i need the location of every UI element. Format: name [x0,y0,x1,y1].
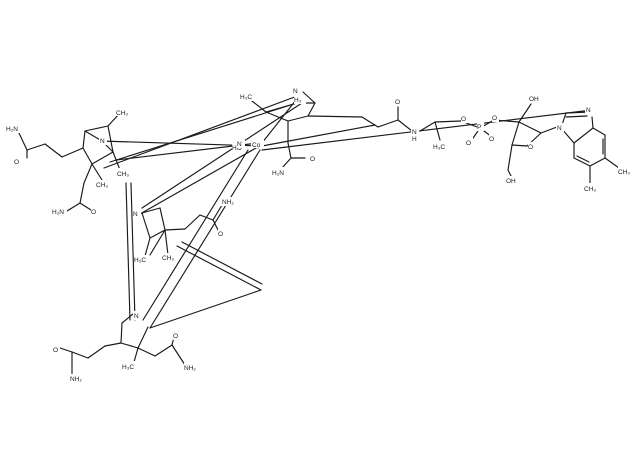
label-o-ring: O [528,144,533,151]
label-h3c-c: H₃C [122,364,134,371]
label-n-bzim1: N [557,125,562,132]
label-nh2-c2: NH₂ [184,365,196,372]
label-ch3-b: CH₃ [162,255,174,262]
label-n-co: N [237,141,242,148]
label-phosphorus: P [477,124,481,131]
label-o-p2: O [492,115,497,122]
atom-labels: CH₃ N H₂N O CH₃ CH₃ H₂N O N H₃C CH₃ NH₂ … [6,86,633,383]
benzimidazole [560,111,620,184]
label-n-b: N [133,211,138,218]
label-n-amide: N [412,129,417,136]
label-cobalt: Co [252,142,261,149]
label-n-bzim2: N [586,107,591,114]
label-h2n-a: H₂N [6,126,18,133]
label-o-d: O [310,156,315,163]
label-ch3-bz2: CH₃ [584,186,596,193]
label-o-c1: O [53,347,58,354]
label-ch3-a1: CH₃ [116,110,128,117]
ring-a [17,113,121,212]
label-nh2-c1: NH₂ [70,376,82,383]
label-h-amide: H [412,136,417,143]
label-o-c2: O [173,333,178,340]
label-nh2-b: NH₂ [222,199,234,206]
corrin-long-bonds [99,94,593,329]
label-ch3-a3: CH₃ [117,171,129,178]
label-o-p3: O [466,140,471,147]
label-h3-d: H₃ [294,97,302,104]
label-ch3-bz1: CH₃ [618,169,630,176]
label-o-a1: O [14,159,19,166]
ring-d [251,91,413,169]
label-h2n-d: H₂N [272,170,284,177]
label-h3c-d: H₃C [240,94,252,101]
label-h3c-p: H₃C [433,144,445,151]
label-h3c-b: H₃C [134,257,146,264]
label-n-a: N [100,138,105,145]
ring-b [141,204,223,257]
label-ch3-a2: CH₃ [96,182,108,189]
label-n-d: N [293,88,298,95]
label-o-d2: O [395,99,400,106]
label-o-p4: O [489,136,494,143]
label-n-c: N [134,313,139,320]
label-o-a2: O [91,209,96,216]
label-ho: HO [232,145,242,152]
highlight-marks [237,86,472,149]
label-oh-ch2: OH [506,178,516,185]
label-o-b: O [218,231,223,238]
label-oh-sugar: OH [529,96,539,103]
label-o-p1: O [461,116,466,123]
label-h2n-a2: H₂N [52,209,64,216]
ring-c [59,313,186,375]
